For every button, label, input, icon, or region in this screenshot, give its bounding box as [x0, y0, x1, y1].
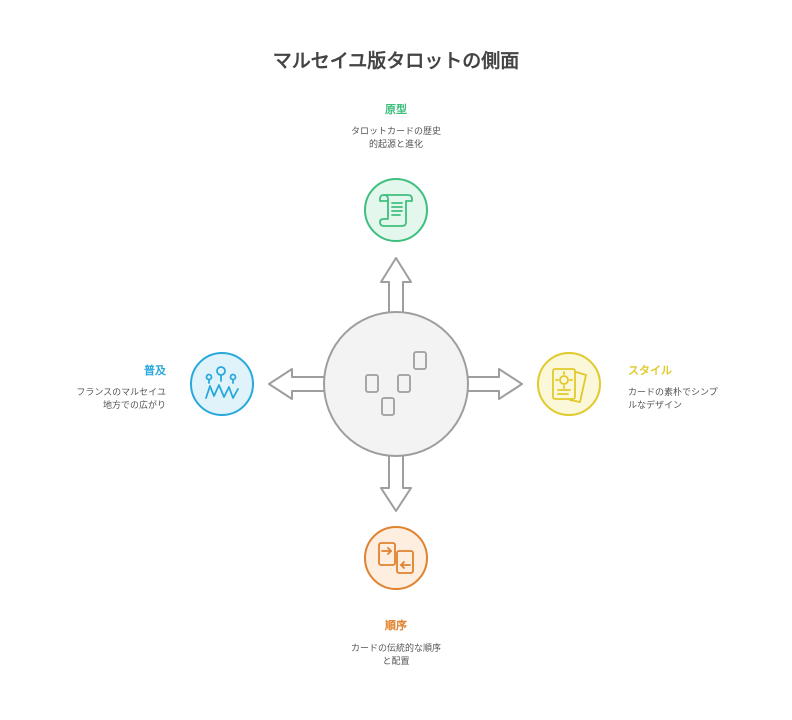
node-top-desc: タロットカードの歴史 的起源と進化	[296, 126, 496, 152]
node-left	[190, 352, 254, 416]
hub-cards-icon	[365, 351, 427, 416]
node-right-desc: カードの素朴でシンプ ルなデザイン	[628, 387, 778, 413]
node-bottom-desc-line1: カードの伝統的な順序	[350, 644, 441, 654]
tarot-card-icon	[552, 368, 587, 403]
node-bottom	[364, 526, 428, 590]
hub	[323, 311, 469, 457]
node-left-title: 普及	[144, 364, 166, 377]
node-left-desc: フランスのマルセイユ 地方での広がり	[16, 387, 166, 413]
node-top	[364, 178, 428, 242]
node-right-desc-line1: カードの素朴でシンプ	[628, 388, 718, 398]
scroll-icon	[379, 194, 413, 227]
node-right	[537, 352, 601, 416]
arrow-down	[380, 451, 412, 512]
node-top-title: 原型	[385, 103, 407, 116]
node-bottom-desc: カードの伝統的な順序 と配置	[296, 643, 496, 669]
arrow-right	[463, 368, 523, 400]
arrow-up	[380, 257, 412, 315]
node-right-desc-line2: ルなデザイン	[628, 401, 683, 411]
node-bottom-desc-line2: と配置	[382, 657, 410, 667]
map-pins-icon	[205, 366, 239, 399]
order-arrows-icon	[378, 542, 414, 574]
node-right-title: スタイル	[628, 364, 672, 377]
node-left-desc-line2: 地方での広がり	[102, 401, 166, 411]
page-title: マルセイユ版タロットの側面	[272, 50, 520, 72]
node-bottom-title: 順序	[385, 619, 407, 632]
node-left-desc-line1: フランスのマルセイユ	[76, 388, 166, 398]
node-top-desc-line2: 的起源と進化	[368, 140, 423, 150]
node-top-desc-line1: タロットカードの歴史	[350, 127, 441, 137]
arrow-left	[268, 368, 329, 400]
